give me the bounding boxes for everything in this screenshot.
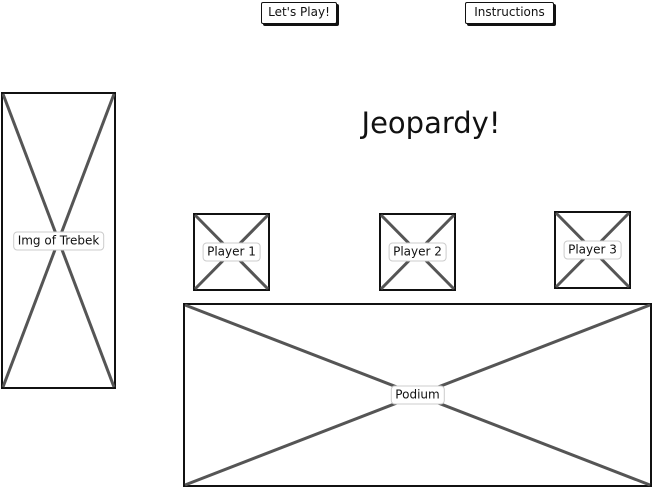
player-2-label: Player 2: [388, 242, 447, 262]
player-3-label: Player 3: [563, 240, 622, 260]
player-1-image-placeholder: Player 1: [193, 213, 270, 291]
page-title: Jeopardy!: [361, 106, 501, 140]
trebek-label: Img of Trebek: [12, 231, 105, 250]
lets-play-button[interactable]: Let's Play!: [261, 2, 337, 24]
podium-label: Podium: [390, 385, 445, 405]
trebek-image-placeholder: Img of Trebek: [1, 92, 116, 389]
podium-image-placeholder: Podium: [183, 303, 652, 487]
player-2-image-placeholder: Player 2: [379, 213, 456, 291]
player-1-label: Player 1: [202, 242, 261, 262]
instructions-button[interactable]: Instructions: [465, 2, 554, 24]
player-3-image-placeholder: Player 3: [554, 211, 631, 289]
